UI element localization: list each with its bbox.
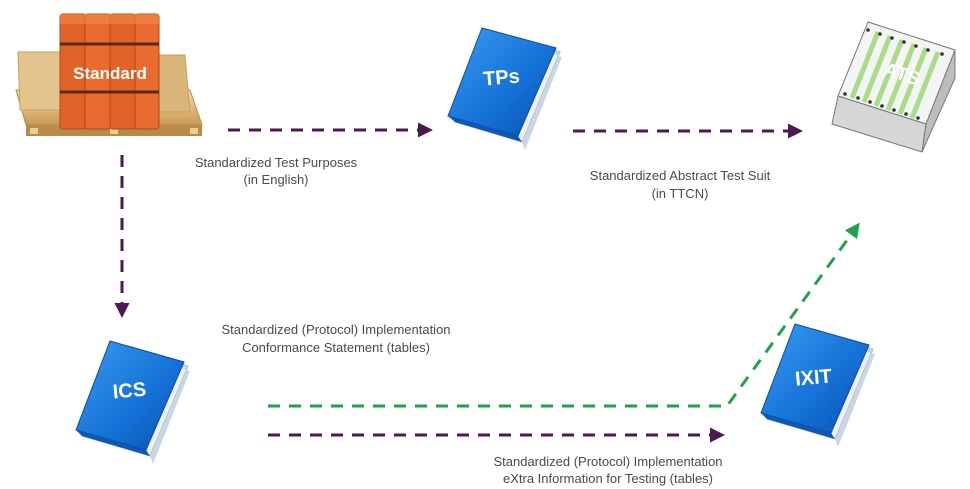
- caption-abstract-test-suite: Standardized Abstract Test Suit (in TTCN…: [590, 168, 771, 201]
- caption-ixit-line2: eXtra Information for Testing (tables): [503, 471, 713, 486]
- caption-ixit: Standardized (Protocol) Implementation e…: [493, 454, 722, 486]
- ixit-label: IXIT: [794, 365, 832, 390]
- caption-ics: Standardized (Protocol) Implementation C…: [221, 322, 450, 355]
- caption-tp-line2: (in English): [243, 172, 308, 187]
- tps-book: TPs: [447, 27, 562, 150]
- ics-book: ICS: [75, 340, 190, 464]
- ics-label: ICS: [112, 379, 147, 404]
- caption-tp-line1: Standardized Test Purposes: [195, 155, 358, 170]
- caption-ats-line2: (in TTCN): [652, 186, 709, 201]
- standard-label: Standard: [73, 64, 147, 83]
- caption-ixit-line1: Standardized (Protocol) Implementation: [493, 454, 722, 469]
- arrow-ics-to-ats-green: [268, 222, 860, 408]
- ixit-book: IXIT: [760, 323, 875, 447]
- standard-node: Standard: [15, 13, 203, 136]
- tps-label: TPs: [482, 65, 520, 90]
- caption-test-purposes: Standardized Test Purposes (in English): [195, 155, 358, 187]
- caption-ics-line2: Conformance Statement (tables): [242, 340, 430, 355]
- ats-box: ATS: [831, 21, 956, 153]
- caption-ats-line1: Standardized Abstract Test Suit: [590, 168, 771, 183]
- caption-ics-line1: Standardized (Protocol) Implementation: [221, 322, 450, 337]
